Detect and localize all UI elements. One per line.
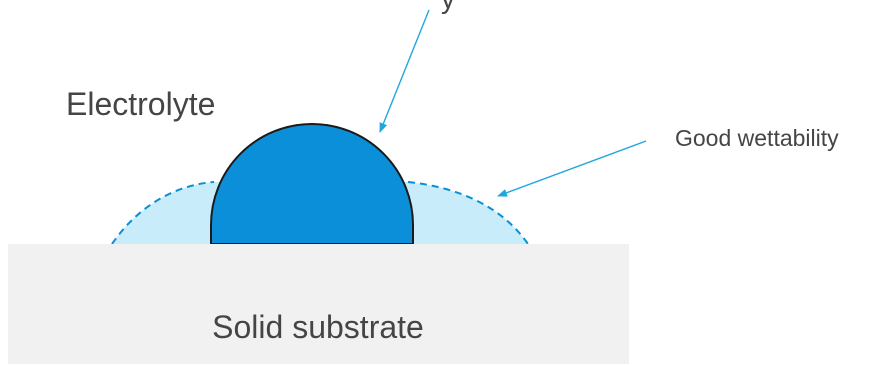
cropped-top-label: y bbox=[441, 0, 455, 14]
wettability-arrow bbox=[497, 140, 647, 197]
substrate-label: Solid substrate bbox=[212, 309, 424, 345]
wetting-boundary-dashed bbox=[111, 181, 529, 245]
electrolyte-label: Electrolyte bbox=[66, 86, 215, 122]
droplet-arrow bbox=[379, 9, 430, 133]
wettability-label: Good wettability bbox=[675, 125, 839, 151]
solid-substrate bbox=[8, 244, 629, 364]
droplet bbox=[210, 123, 414, 245]
